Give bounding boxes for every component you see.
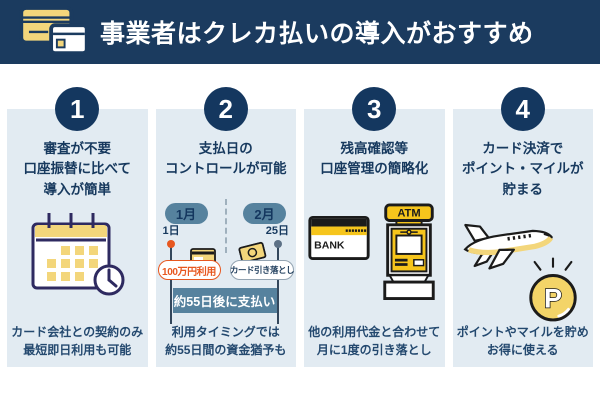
- column-no-screening: 1 審査が不要 口座振替に比べて 導入が簡単: [7, 87, 148, 367]
- benefit-columns: 1 審査が不要 口座振替に比べて 導入が簡単: [0, 87, 600, 367]
- coin-letter: P: [544, 283, 562, 313]
- panel-1: 審査が不要 口座振替に比べて 導入が簡単: [7, 109, 148, 367]
- panel-3: 残高確認等 口座管理の簡略化 BANK: [304, 109, 445, 367]
- timeline-dot-debit: [274, 240, 282, 248]
- column-heading: 残高確認等 口座管理の簡略化: [320, 141, 429, 177]
- step-number-badge: 3: [352, 87, 397, 131]
- money-bill-icon: [237, 241, 268, 269]
- mini-card-icon: [189, 248, 216, 269]
- panel-4: カード決済で ポイント・マイルが 貯まる: [452, 109, 593, 367]
- airplane-icon: [456, 207, 562, 287]
- page-title: 事業者はクレカ払いの導入がおすすめ: [100, 20, 534, 48]
- timeline-line-right: [277, 246, 279, 324]
- plane-coin-icons: P: [460, 212, 586, 330]
- atm-icon: ATM: [377, 202, 441, 307]
- payment-span-label: 約55日後に支払い: [172, 288, 277, 313]
- card-debit-bubble: カード引き落とし: [230, 260, 295, 280]
- month-pill-february: 2月: [243, 203, 286, 224]
- column-caption: 利用タイミングでは 約55日間の資金猶予も: [165, 325, 287, 357]
- day-label-1st: 1日: [162, 225, 180, 237]
- month-divider: [224, 199, 227, 253]
- column-heading: 審査が不要 口座振替に比べて 導入が簡単: [23, 141, 131, 197]
- day-label-25th: 25日: [265, 225, 289, 237]
- credit-cards-icon: [18, 5, 90, 62]
- bank-atm-icons: BANK ATM: [308, 202, 441, 307]
- panel-2: 支払日の コントロールが可能 1月 2月 1日 25日: [155, 109, 297, 367]
- bank-card-label: BANK: [314, 239, 345, 251]
- column-caption: 他の利用代金と合わせて 月に1度の引き落とし: [308, 325, 441, 357]
- timeline-line-left: [169, 246, 172, 324]
- bank-card-icon: BANK: [308, 215, 370, 265]
- point-coin-icon: P: [524, 257, 582, 328]
- column-points-miles: 4 カード決済で ポイント・マイルが 貯まる: [452, 87, 593, 367]
- column-heading: カード決済で ポイント・マイルが 貯まる: [462, 141, 584, 197]
- calendar-clock-icon: [27, 210, 127, 307]
- column-account-management: 3 残高確認等 口座管理の簡略化 BANK: [304, 87, 445, 367]
- atm-sign-label: ATM: [397, 207, 420, 219]
- usage-amount-bubble: 100万円利用: [157, 260, 221, 280]
- column-payment-control: 2 支払日の コントロールが可能 1月 2月 1日 25日: [155, 87, 297, 367]
- step-number-badge: 2: [203, 87, 248, 131]
- step-number-badge: 4: [500, 87, 545, 131]
- timeline-dot-usage: [166, 240, 175, 248]
- column-heading: 支払日の コントロールが可能: [165, 141, 287, 177]
- column-caption: ポイントやマイルを貯め お得に使える: [456, 325, 589, 357]
- column-caption: カード会社との契約のみ 最短即日利用も可能: [11, 325, 144, 357]
- month-pill-january: 1月: [164, 203, 208, 224]
- header-banner: 事業者はクレカ払いの導入がおすすめ: [0, 0, 600, 64]
- step-number-badge: 1: [55, 87, 100, 131]
- payment-timeline: 1月 2月 1日 25日: [156, 109, 297, 329]
